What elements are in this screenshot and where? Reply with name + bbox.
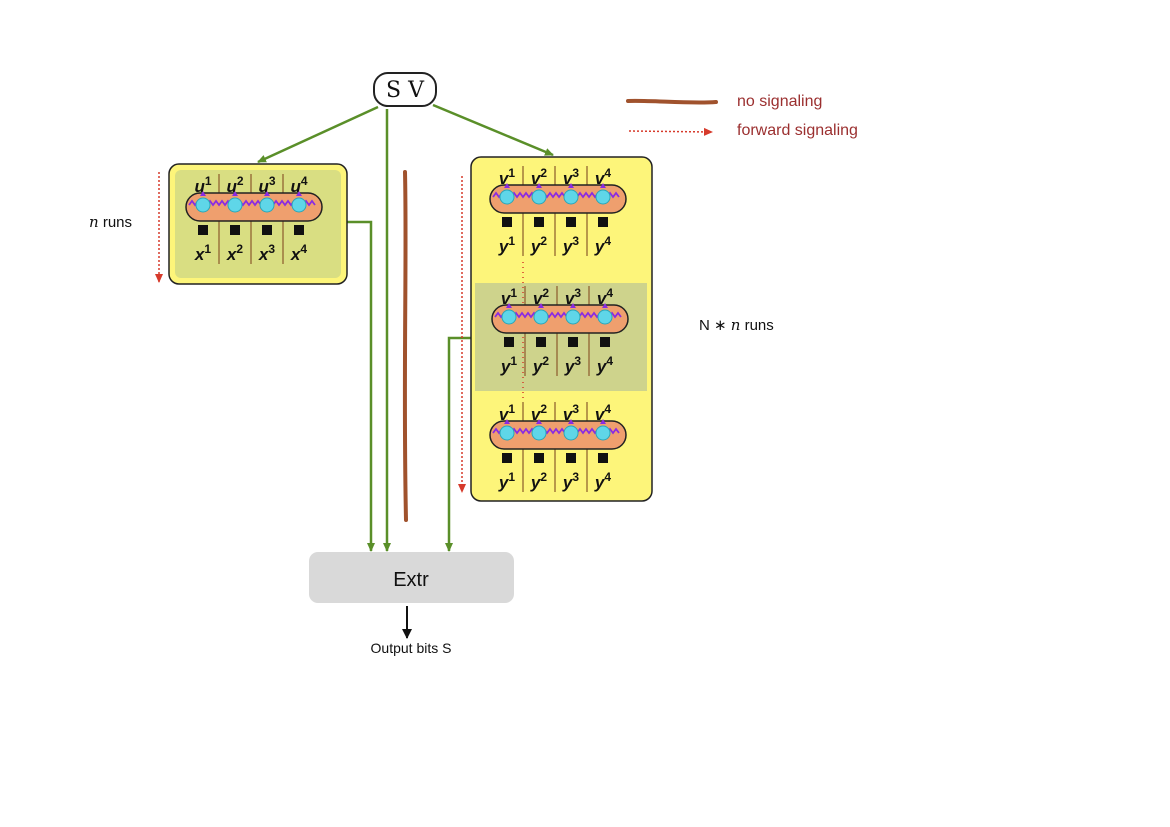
output-label: Output bits S <box>371 640 452 656</box>
input-label-1: v1 <box>501 286 517 308</box>
no-signaling-legend-label: no signaling <box>737 93 822 110</box>
output-label-2: y2 <box>532 354 549 376</box>
output-port-1 <box>504 337 514 347</box>
output-label-4: y4 <box>596 354 613 376</box>
qubit-1 <box>501 309 517 325</box>
qubit-2 <box>227 197 243 213</box>
input-label-4: v4 <box>595 402 611 424</box>
output-port-3 <box>262 225 272 235</box>
output-label-2: y2 <box>530 470 547 492</box>
qubit-3 <box>563 425 579 441</box>
input-label-2: v2 <box>531 402 547 424</box>
input-label-3: v3 <box>565 286 581 308</box>
qubit-3 <box>565 309 581 325</box>
qubit-3 <box>259 197 275 213</box>
output-port-4 <box>598 217 608 227</box>
forward-signaling-legend-line <box>628 127 713 136</box>
output-label-4: y4 <box>594 470 611 492</box>
output-port-1 <box>502 453 512 463</box>
input-label-3: v3 <box>563 402 579 424</box>
input-label-2: v2 <box>533 286 549 308</box>
output-label-3: y3 <box>562 470 579 492</box>
right-device: v1 v2 v3 v4 y1 y2 y3 y4 v1 v2 v3 v4 y1 y2 y3 y4 v1 v2 v3… <box>470 156 653 502</box>
left-device: u1 u2 u3 u4 x1 x2 x3 x4 <box>168 163 348 285</box>
output-label-1: y1 <box>500 354 517 376</box>
output-port-3 <box>566 453 576 463</box>
input-label-3: u3 <box>258 174 275 196</box>
qubit-4 <box>595 189 611 205</box>
input-label-3: v3 <box>563 166 579 188</box>
qubit-2 <box>531 189 547 205</box>
output-port-3 <box>568 337 578 347</box>
qubit-2 <box>531 425 547 441</box>
right-device-unit-top: v1 v2 v3 v4 y1 y2 y3 y4 <box>489 166 627 256</box>
output-port-1 <box>502 217 512 227</box>
output-label-3: y3 <box>562 234 579 256</box>
output-port-2 <box>534 453 544 463</box>
arrow-sv-to-left-device <box>257 105 379 164</box>
output-label-1: y1 <box>498 234 515 256</box>
arrow-left-device-to-extractor <box>345 220 375 552</box>
input-label-1: v1 <box>499 402 515 424</box>
no-signaling-barrier <box>402 170 408 522</box>
no-signaling-legend-line <box>626 98 718 105</box>
output-port-3 <box>566 217 576 227</box>
qubit-1 <box>499 425 515 441</box>
output-label-1: y1 <box>498 470 515 492</box>
output-label-2: y2 <box>530 234 547 256</box>
input-label-1: v1 <box>499 166 515 188</box>
extractor: Extr <box>309 552 514 603</box>
forward-signaling-legend-label: forward signaling <box>737 122 858 139</box>
right-device-unit-bottom: v1 v2 v3 v4 y1 y2 y3 y4 <box>489 402 627 492</box>
output-label-2: x2 <box>226 242 243 264</box>
qubit-4 <box>595 425 611 441</box>
input-label-4: v4 <box>597 286 613 308</box>
qubit-2 <box>533 309 549 325</box>
output-label-3: y3 <box>564 354 581 376</box>
source-arrows <box>257 103 554 552</box>
output-port-2 <box>536 337 546 347</box>
output-port-2 <box>230 225 240 235</box>
output-label-4: y4 <box>594 234 611 256</box>
right-runs-label: N ∗ n runs <box>699 316 774 334</box>
output-label-4: x4 <box>290 242 307 264</box>
output-port-1 <box>198 225 208 235</box>
output-label-3: x3 <box>258 242 275 264</box>
output-port-4 <box>294 225 304 235</box>
arrow-sv-to-right-device <box>432 103 554 157</box>
qubit-4 <box>597 309 613 325</box>
source-node-label: S V <box>386 78 425 103</box>
legend: no signaling forward signaling <box>626 93 858 139</box>
output-port-2 <box>534 217 544 227</box>
input-label-1: u1 <box>194 174 211 196</box>
qubit-1 <box>195 197 211 213</box>
output-port-4 <box>600 337 610 347</box>
input-label-2: v2 <box>531 166 547 188</box>
input-label-2: u2 <box>226 174 243 196</box>
right-device-unit-middle: v1 v2 v3 v4 y1 y2 y3 y4 <box>491 286 629 376</box>
output-label-1: x1 <box>194 242 211 264</box>
qubit-1 <box>499 189 515 205</box>
left-runs-label: n runs <box>89 213 132 231</box>
qubit-4 <box>291 197 307 213</box>
extractor-label: Extr <box>393 569 429 591</box>
input-label-4: u4 <box>290 174 307 196</box>
output-port-4 <box>598 453 608 463</box>
source-node: S V <box>373 72 437 107</box>
left-device-unit: u1 u2 u3 u4 x1 x2 x3 x4 <box>185 174 323 264</box>
qubit-3 <box>563 189 579 205</box>
input-label-4: v4 <box>595 166 611 188</box>
arrow-right-device-to-extractor <box>445 336 473 552</box>
